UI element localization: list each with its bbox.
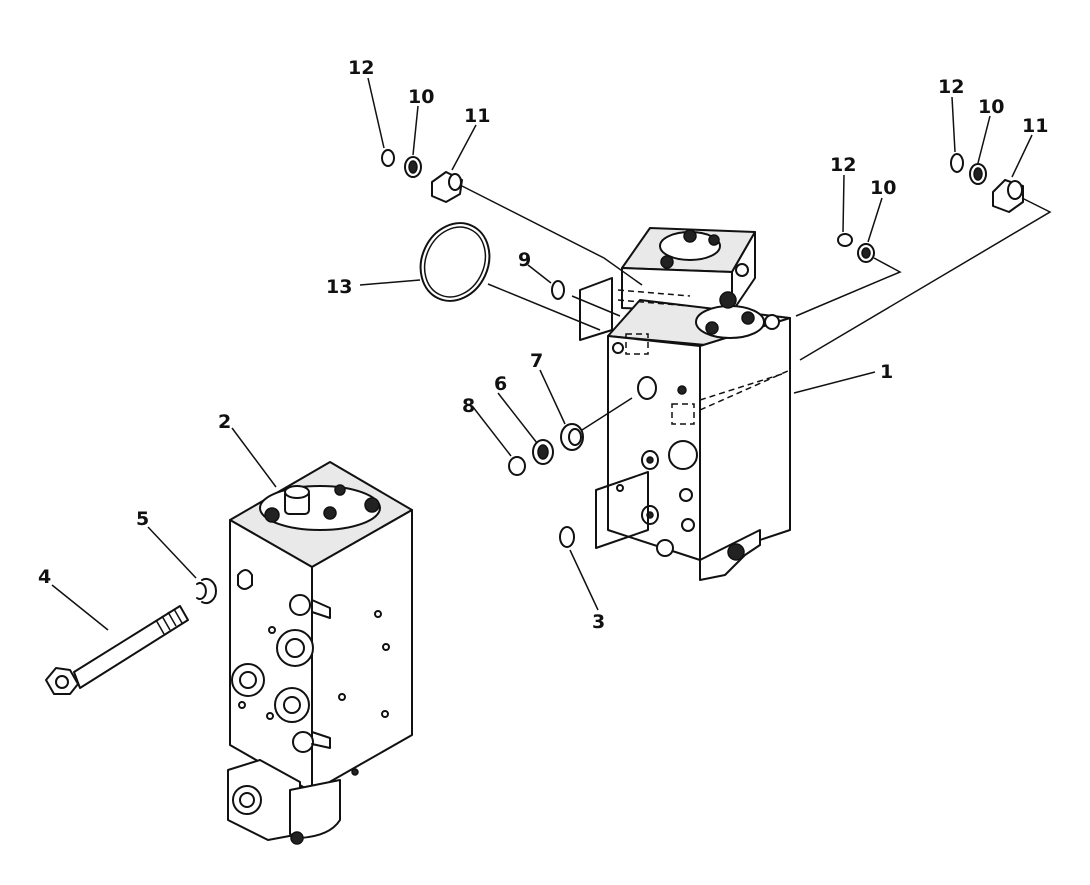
callout-3: 3 — [592, 611, 605, 633]
callout-10-top-left: 10 — [408, 86, 434, 108]
callout-12-top-right: 12 — [938, 76, 964, 98]
valve-body-1 — [579, 227, 791, 581]
callout-13: 13 — [326, 276, 352, 298]
o-ring-12b — [837, 233, 853, 247]
callout-1: 1 — [880, 361, 893, 383]
callout-10-middle-right: 10 — [870, 177, 896, 199]
callout-12-top-left: 12 — [348, 57, 374, 79]
seal-set-top-left — [381, 149, 463, 203]
callout-4: 4 — [38, 566, 51, 588]
washer-5 — [196, 578, 217, 604]
bolt-4 — [45, 605, 189, 695]
callout-8: 8 — [462, 395, 475, 417]
callout-12-middle-right: 12 — [830, 154, 856, 176]
callout-9: 9 — [518, 249, 531, 271]
o-ring-12c — [950, 153, 964, 173]
o-ring-9 — [551, 280, 565, 300]
assembly-lines — [461, 185, 1052, 431]
callout-2: 2 — [218, 411, 231, 433]
callout-7: 7 — [530, 350, 543, 372]
o-ring-12a — [381, 149, 395, 167]
seal-set-middle-right — [837, 233, 875, 263]
main-block — [579, 277, 791, 581]
callout-11-top-left: 11 — [464, 105, 490, 127]
callout-5: 5 — [136, 508, 149, 530]
upper-cap-block — [621, 227, 756, 313]
callout-6: 6 — [494, 373, 507, 395]
seal-set-top-right — [950, 153, 1024, 213]
callout-11-top-right: 11 — [1022, 115, 1048, 137]
callout-labels: 1 2 3 4 5 6 7 8 9 10 10 10 11 11 12 12 1… — [38, 57, 1048, 633]
callout-10-top-right: 10 — [978, 96, 1004, 118]
leader-lines — [51, 77, 1033, 631]
o-ring-8 — [508, 456, 526, 476]
o-ring-3 — [559, 526, 575, 548]
o-ring-13-inner — [423, 226, 487, 298]
seal-set-middle-left — [508, 280, 584, 548]
valve-block-2 — [227, 461, 413, 845]
o-ring-13 — [419, 222, 491, 302]
